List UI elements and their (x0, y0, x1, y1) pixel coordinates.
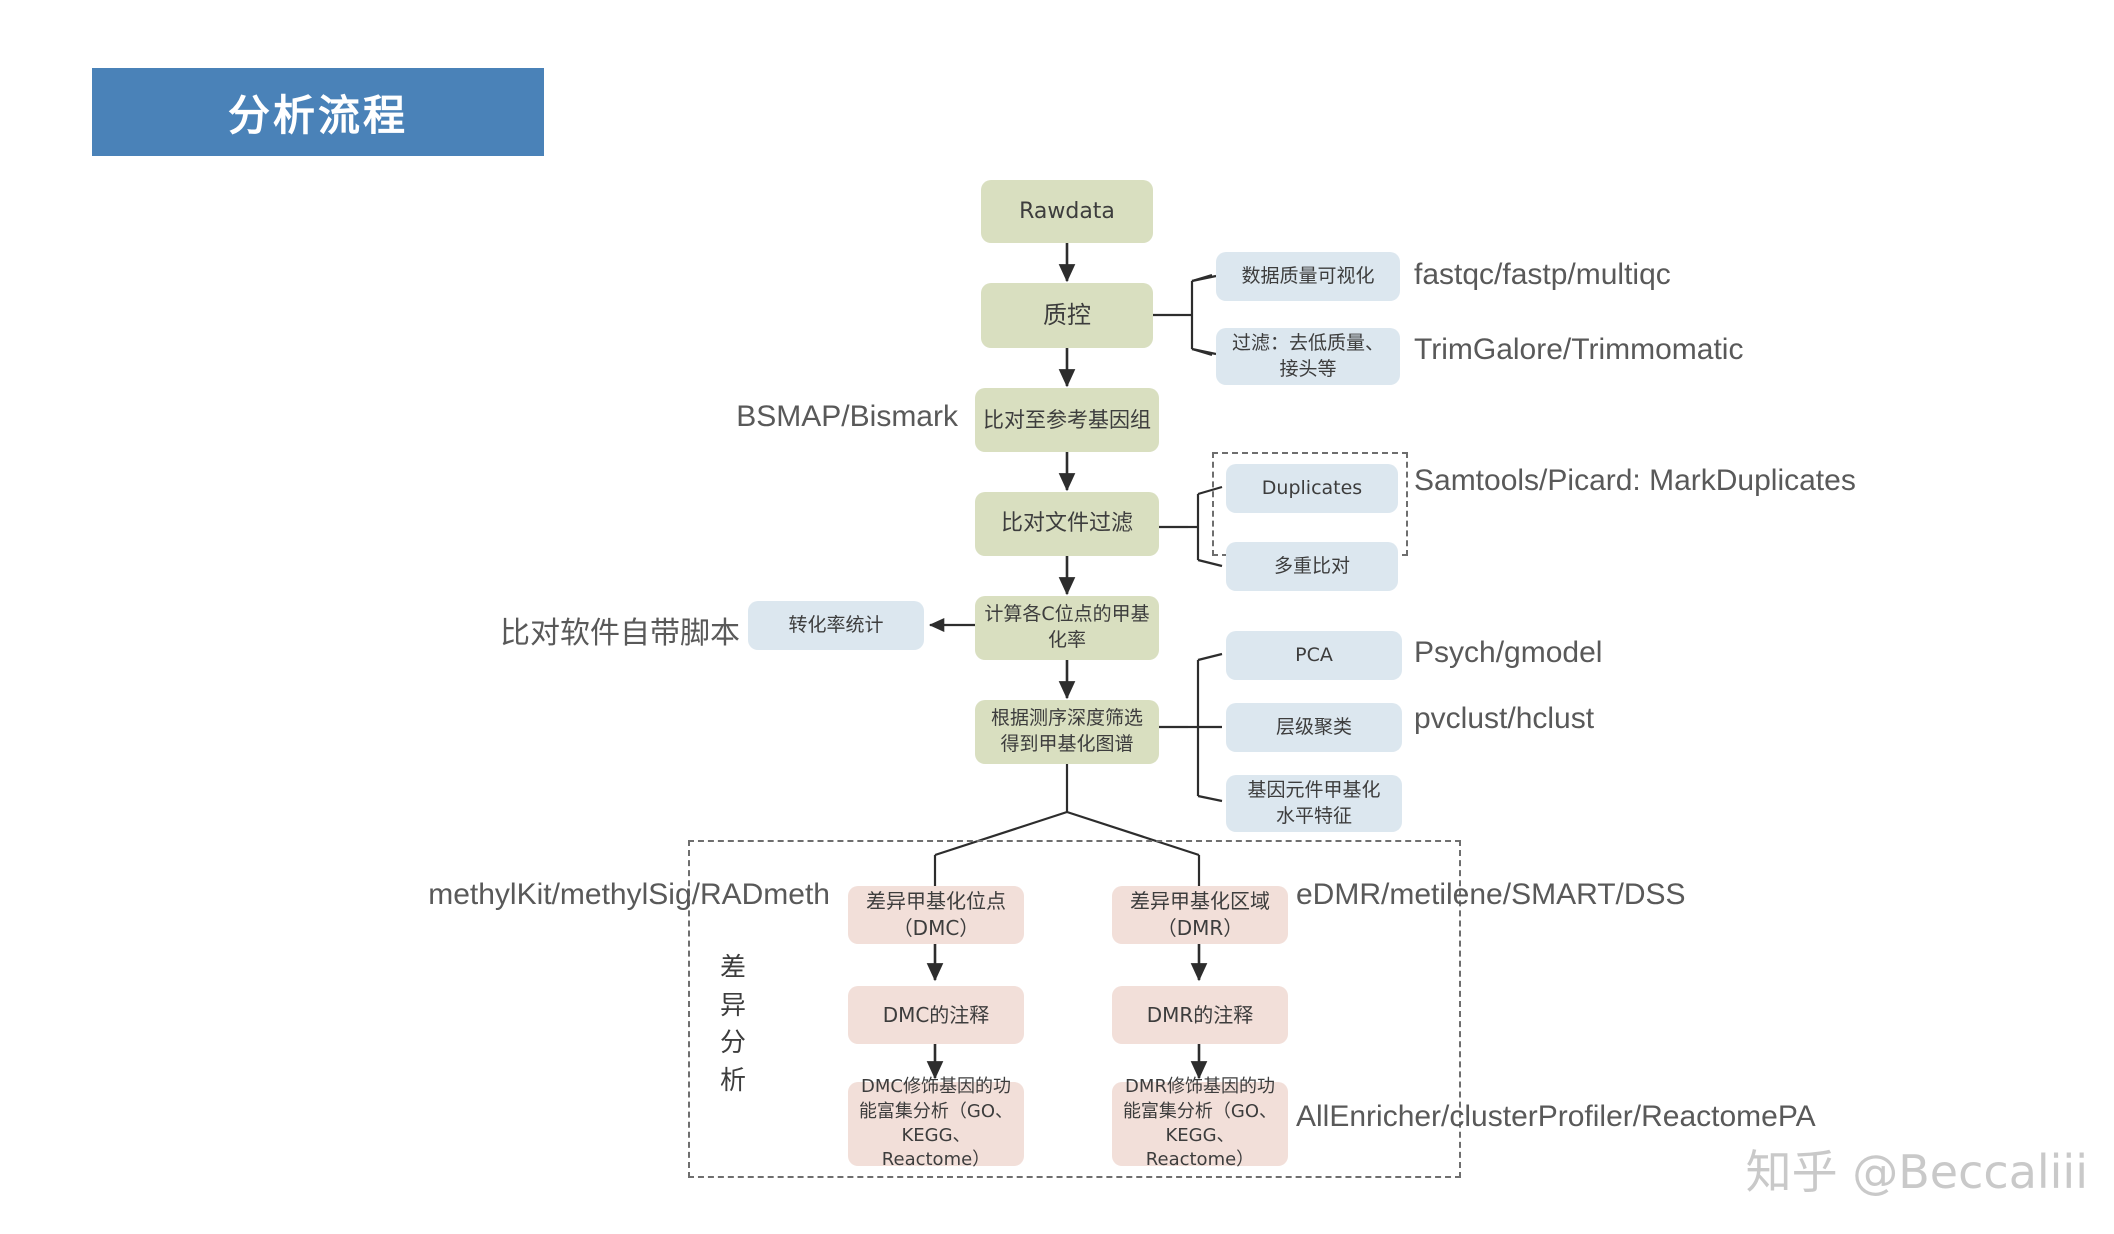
tool-label-trimgalore: TrimGalore/Trimmomatic (1414, 333, 1744, 366)
tool-label-methylkit: methylKit/methylSig/RADmeth (428, 878, 830, 911)
node-hierarchical-clustering[interactable]: 层级聚类 (1226, 703, 1402, 752)
node-dmr[interactable]: 差异甲基化区域 （DMR） (1112, 886, 1288, 944)
node-data-quality-visualization[interactable]: 数据质量可视化 (1216, 252, 1400, 301)
node-dmc-annotation[interactable]: DMC的注释 (848, 986, 1024, 1044)
node-dmr-annotation[interactable]: DMR的注释 (1112, 986, 1288, 1044)
page-title: 分析流程 (227, 90, 408, 140)
tool-label-allenricher: AllEnricher/clusterProfiler/ReactomePA (1296, 1100, 1816, 1133)
node-dmc-enrichment[interactable]: DMC修饰基因的功 能富集分析（GO、 KEGG、Reactome） (848, 1076, 1024, 1170)
differential-analysis-group-label: 差 异 分 析 (719, 953, 746, 1097)
node-pca[interactable]: PCA (1226, 631, 1402, 680)
node-filter-low-quality-adapters[interactable]: 过滤：去低质量、 接头等 (1216, 328, 1400, 385)
tool-label-edmr: eDMR/metilene/SMART/DSS (1296, 878, 1686, 911)
node-dmc[interactable]: 差异甲基化位点 （DMC） (848, 886, 1024, 944)
node-methylation-rate[interactable]: 计算各C位点的甲基 化率 (975, 596, 1159, 660)
tool-label-aligner-script: 比对软件自带脚本 (500, 617, 740, 650)
node-conversion-rate-statistics[interactable]: 转化率统计 (748, 601, 924, 650)
tool-label-samtools: Samtools/Picard: MarkDuplicates (1414, 464, 1856, 497)
tool-label-psych: Psych/gmodel (1414, 636, 1603, 669)
tool-label-bsmap: BSMAP/Bismark (736, 400, 958, 433)
tool-label-fastqc: fastqc/fastp/multiqc (1414, 258, 1671, 291)
watermark: 知乎 @Beccaliii (1745, 1145, 2088, 1199)
node-quality-control[interactable]: 质控 (981, 283, 1153, 348)
node-rawdata[interactable]: Rawdata (981, 180, 1153, 243)
node-dmr-enrichment[interactable]: DMR修饰基因的功 能富集分析（GO、 KEGG、Reactome） (1112, 1076, 1288, 1170)
node-duplicates[interactable]: Duplicates (1226, 464, 1398, 513)
node-align-to-reference[interactable]: 比对至参考基因组 (975, 388, 1159, 452)
node-gene-element-methylation[interactable]: 基因元件甲基化 水平特征 (1226, 775, 1402, 832)
node-multiple-alignment[interactable]: 多重比对 (1226, 542, 1398, 591)
title-banner: 分析流程 (92, 68, 544, 156)
differential-analysis-dashed-group (688, 840, 1461, 1178)
node-methylation-map[interactable]: 根据测序深度筛选 得到甲基化图谱 (975, 700, 1159, 764)
node-bam-filter[interactable]: 比对文件过滤 (975, 492, 1159, 556)
tool-label-pvclust: pvclust/hclust (1414, 702, 1595, 735)
